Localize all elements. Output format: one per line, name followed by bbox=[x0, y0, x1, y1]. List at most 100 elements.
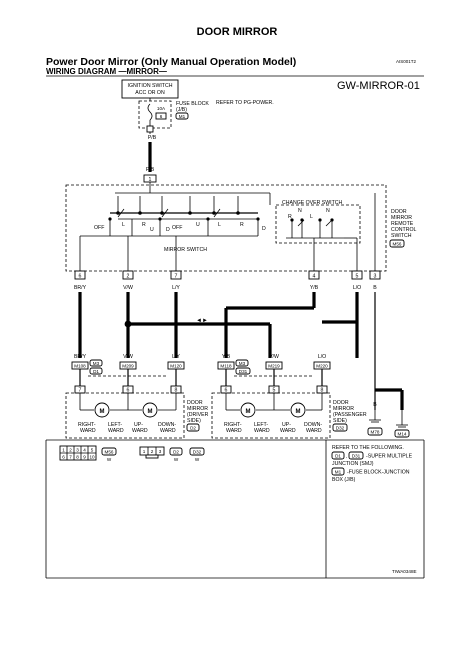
svg-text:M: M bbox=[148, 409, 153, 415]
driver-down-label-2: WARD bbox=[160, 428, 176, 434]
passenger-left-label: LEFT- bbox=[254, 422, 268, 428]
fuse-number-box bbox=[155, 112, 167, 120]
harness-code-5: M219 bbox=[268, 364, 280, 369]
legend-line2: JUNCTION (SMJ) bbox=[332, 461, 374, 467]
driver-mirror-internal bbox=[79, 393, 177, 411]
passenger-term-3: 8 bbox=[321, 388, 324, 394]
switch-terminal-3: 3 bbox=[374, 274, 377, 280]
driver-mirror-line2: MIRROR bbox=[187, 406, 208, 412]
svg-text:M: M bbox=[296, 409, 301, 415]
unit-label-4: CONTROL bbox=[391, 227, 416, 233]
passenger-up-label: UP- bbox=[282, 422, 291, 428]
m14-ground: M14 bbox=[398, 432, 407, 437]
legend-m1: M1 bbox=[335, 470, 342, 475]
mirror-view-pin-3: 3 bbox=[159, 449, 162, 454]
driver-right-label: RIGHT- bbox=[78, 422, 96, 428]
section-title: Power Door Mirror (Only Manual Operation… bbox=[46, 56, 297, 68]
switch-label-u1: U bbox=[150, 227, 154, 233]
unit-label-2: MIRROR bbox=[391, 215, 412, 221]
unit-label-5: SWITCH bbox=[391, 233, 412, 239]
wire-b: B bbox=[373, 285, 377, 291]
d2-view-color: W bbox=[174, 457, 179, 462]
m3b-connector: M3 bbox=[239, 361, 246, 366]
cos-label-n1: N bbox=[298, 208, 302, 214]
wire-vw-lower: V/W bbox=[123, 354, 133, 360]
passenger-up-label-2: WARD bbox=[280, 428, 296, 434]
fuse-icon bbox=[147, 103, 153, 121]
passenger-term-1: 6 bbox=[225, 388, 228, 394]
switch-label-r2: R bbox=[240, 222, 244, 228]
unit-label-3: REMOTE bbox=[391, 221, 414, 227]
passenger-term-2: 5 bbox=[273, 388, 276, 394]
passenger-mirror-internal bbox=[225, 393, 323, 411]
m78-ground-box bbox=[367, 427, 383, 436]
passenger-mirror-line2: MIRROR bbox=[333, 406, 354, 412]
switch-terminal-6: 6 bbox=[79, 274, 82, 280]
m56-pin-7: 7 bbox=[69, 455, 72, 460]
m56-view-label-box bbox=[101, 447, 117, 456]
legend-line1: -SUPER MULTIPLE bbox=[366, 454, 413, 460]
connector-view-m56 bbox=[59, 445, 97, 461]
driver-up-label-2: WARD bbox=[132, 428, 148, 434]
m3b-connector-box bbox=[235, 359, 249, 367]
switch-label-d2: D bbox=[262, 226, 266, 232]
d31-connector-box bbox=[235, 367, 251, 375]
wire-vw-lower-2: V/W bbox=[269, 354, 279, 360]
d2-connector: D2 bbox=[190, 426, 196, 431]
passenger-right-label: RIGHT- bbox=[224, 422, 242, 428]
refer-pg-power: REFER TO PG-POWER. bbox=[216, 100, 274, 106]
d31-connector: D31 bbox=[239, 369, 248, 374]
passenger-motor-1-icon: M bbox=[240, 402, 256, 418]
driver-right-label-2: WARD bbox=[80, 428, 96, 434]
legend-line4: BOX (J/B) bbox=[332, 477, 356, 483]
cos-label-l: L bbox=[310, 214, 313, 220]
passenger-motor-2-icon: M bbox=[290, 402, 306, 418]
switch-label-l2: L bbox=[218, 222, 221, 228]
fuse-block-label: FUSE BLOCK bbox=[176, 101, 209, 107]
switch-internal-wiring bbox=[79, 193, 376, 271]
d1-connector: D1 bbox=[93, 369, 99, 374]
terminal-1-label: 1 bbox=[149, 177, 152, 183]
wire-yb: Y/B bbox=[310, 285, 319, 291]
switch-terminal-2: 2 bbox=[127, 274, 130, 280]
m56-view-color: W bbox=[107, 457, 112, 462]
mirror-drop-wires bbox=[79, 369, 323, 386]
passenger-mirror-line4: SIDE) bbox=[333, 418, 347, 424]
harness-connectors bbox=[71, 361, 331, 377]
m78-ground: M78 bbox=[371, 430, 380, 435]
fuse-connector: M1 bbox=[179, 114, 186, 119]
switch-off-label-1: OFF bbox=[94, 225, 104, 231]
mirror-switch-label: MIRROR SWITCH bbox=[164, 247, 207, 253]
svg-text:M: M bbox=[100, 409, 105, 415]
driver-down-label: DOWN- bbox=[158, 422, 176, 428]
switch-off-label-2: OFF bbox=[172, 225, 182, 231]
splice-dot-vw bbox=[124, 320, 132, 328]
ground-icon-m14 bbox=[396, 424, 408, 428]
m56-view-label: M56 bbox=[105, 450, 114, 455]
harness-code-1: M108 bbox=[74, 364, 86, 369]
fuse-block bbox=[138, 100, 172, 129]
m56-pin-3: 3 bbox=[76, 448, 79, 453]
harness-code-2: M209 bbox=[122, 364, 134, 369]
d2-connector-box bbox=[186, 423, 200, 432]
svg-text:B: B bbox=[400, 402, 404, 408]
remote-control-switch-box bbox=[65, 184, 387, 272]
m56-pin-5: 5 bbox=[91, 448, 94, 453]
wire-vw: V/W bbox=[123, 285, 133, 291]
driver-left-label-2: WARD bbox=[108, 428, 124, 434]
passenger-down-label: DOWN- bbox=[304, 422, 322, 428]
wire-bry-lower: BR/Y bbox=[74, 354, 87, 360]
arrow-bidirectional-icon: ◄► bbox=[196, 318, 208, 324]
page-title: DOOR MIRROR bbox=[196, 26, 278, 38]
legend-m1-box bbox=[331, 467, 345, 476]
m56-connector-box bbox=[389, 239, 405, 248]
m56-pin-9: 9 bbox=[83, 455, 86, 460]
pb-label-upper: P/B bbox=[148, 135, 157, 141]
fuse-block-jb: (J/B) bbox=[176, 107, 187, 113]
unit-label-1: DOOR bbox=[391, 209, 407, 215]
switch-terminal-5: 5 bbox=[356, 274, 359, 280]
switch-label-u2: U bbox=[196, 222, 200, 228]
m56-pin-10: 10 bbox=[89, 455, 95, 460]
footer-code: TIWA0348E bbox=[392, 569, 417, 574]
